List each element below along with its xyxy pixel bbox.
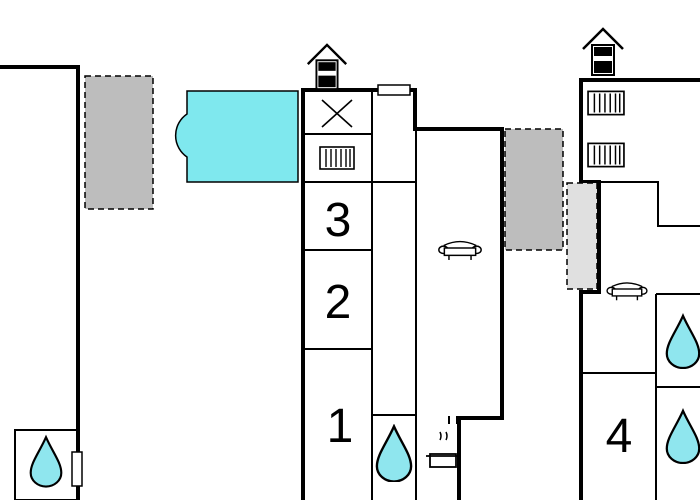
water-drop-icon xyxy=(665,314,700,369)
room-number-3: 3 xyxy=(325,194,352,247)
room-number-4: 4 xyxy=(606,410,633,463)
right-building xyxy=(566,78,700,500)
cooking-pot-icon xyxy=(426,416,460,468)
water-drop-icon xyxy=(665,409,700,464)
window-icon xyxy=(71,451,83,487)
room-number-1: 1 xyxy=(327,400,354,453)
radiator-icon xyxy=(319,146,355,170)
left-building xyxy=(0,65,83,500)
room-number-2: 2 xyxy=(325,276,352,329)
sofa-icon xyxy=(606,282,648,301)
cross-icon xyxy=(321,99,353,128)
terrace-area xyxy=(84,75,154,210)
water-drop-icon xyxy=(375,425,413,482)
radiator-icon xyxy=(587,90,625,116)
radiator-icon xyxy=(587,142,625,168)
terrace-area xyxy=(566,182,598,290)
water-drop-icon xyxy=(29,436,63,488)
window-icon xyxy=(377,84,411,96)
terrace-area xyxy=(504,128,564,251)
sofa-icon xyxy=(438,240,482,261)
swimming-pool xyxy=(174,90,299,183)
house-arrow-icon xyxy=(581,27,625,77)
house-arrow-icon xyxy=(306,43,348,91)
